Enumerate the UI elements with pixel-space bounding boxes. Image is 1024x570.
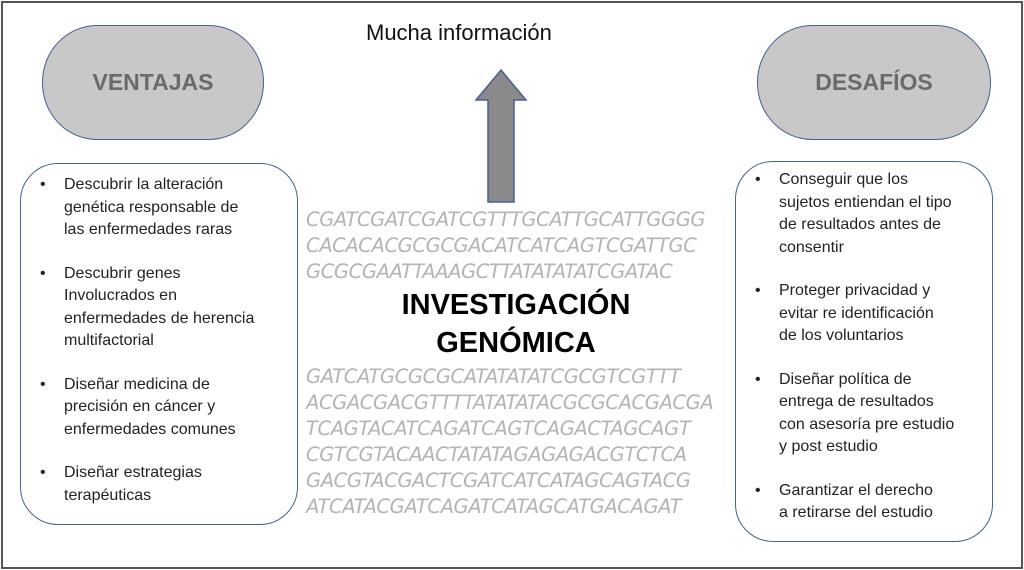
challenge-item: • Diseñar política de entrega de resultad… (755, 369, 992, 459)
advantage-text: Diseñar estrategias terapéuticas (64, 464, 202, 504)
advantage-item: • Diseñar estrategias terapéuticas (40, 462, 297, 507)
bullet: • (40, 464, 46, 481)
advantages-heading: VENTAJAS (42, 25, 264, 140)
advantages-heading-label: VENTAJAS (92, 69, 214, 95)
challenge-text: Diseñar política de entrega de resultado… (779, 370, 955, 456)
dna-row: ATCATACGATCAGATCATAGCATGACAGAT (306, 495, 682, 518)
bullet: • (755, 282, 761, 299)
challenge-text: Conseguir que los sujetos entiendan el t… (779, 171, 952, 256)
up-arrow-icon (474, 68, 528, 203)
advantage-text: Descubrir la alteración genética respons… (64, 176, 239, 238)
advantage-item: • Descubrir la alteración genética respon… (40, 174, 297, 242)
challenges-heading: DESAFÍOS (757, 25, 991, 140)
bullet: • (40, 375, 46, 393)
dna-row: CACACACGCGCGACATCATCAGTCGATTGC (306, 234, 697, 257)
bullet: • (40, 176, 46, 193)
challenge-item: • Proteger privacidad y evitar re identif… (755, 280, 992, 348)
bullet: • (755, 481, 761, 499)
bullet: • (40, 264, 46, 282)
advantage-item: • Descubrir genes Involucrados en enferme… (40, 263, 297, 353)
dna-row: CGATCGATCGATCGTTTGCATTGCATTGGGG (306, 208, 706, 231)
advantage-item: • Diseñar medicina de precisión en cáncer… (40, 374, 297, 442)
dna-row: GACGTACGACTCGATCATCATAGCAGTACG (306, 469, 691, 492)
bullet: • (755, 370, 761, 388)
dna-sequence-bottom: GATCATGCGCGCATATATATCGCGTCGTTT ACGACGACG… (306, 364, 726, 520)
advantage-text: Diseñar medicina de precisión en cáncer … (64, 375, 236, 438)
dna-row: GCGCGAATTAAAGCTTATATATATCGATAC (306, 260, 673, 283)
challenge-item: • Garantizar el derecho a retirarse del e… (755, 480, 992, 525)
dna-row: CGTCGTACAACTATATAGAGAGACGTCTCA (306, 443, 687, 466)
dna-row: GATCATGCGCGCATATATATCGCGTCGTTT (306, 365, 681, 388)
central-title: INVESTIGACIÓN GENÓMICA (306, 286, 726, 362)
more-information-label: Mucha información (366, 20, 552, 45)
dna-row: ACGACGACGTTTTATATATACGCGCACGACGA (306, 391, 714, 414)
challenges-heading-label: DESAFÍOS (815, 69, 933, 95)
challenge-text: Proteger privacidad y evitar re identifi… (779, 282, 934, 344)
dna-sequence-top: CGATCGATCGATCGTTTGCATTGCATTGGGG CACACACG… (306, 207, 726, 285)
challenges-list-box: • Conseguir que los sujetos entiendan el … (735, 161, 993, 542)
advantages-list-box: • Descubrir la alteración genética respon… (20, 163, 298, 525)
advantage-text: Descubrir genes Involucrados en enfermed… (64, 264, 255, 350)
challenge-text: Garantizar el derecho a retirarse del es… (779, 481, 933, 522)
central-title-line1: INVESTIGACIÓN (401, 289, 631, 321)
dna-row: TCAGTACATCAGATCAGTCAGACTAGCAGT (306, 417, 691, 440)
challenge-item: • Conseguir que los sujetos entiendan el … (755, 169, 992, 259)
central-title-line2: GENÓMICA (436, 327, 596, 359)
bullet: • (755, 171, 761, 188)
